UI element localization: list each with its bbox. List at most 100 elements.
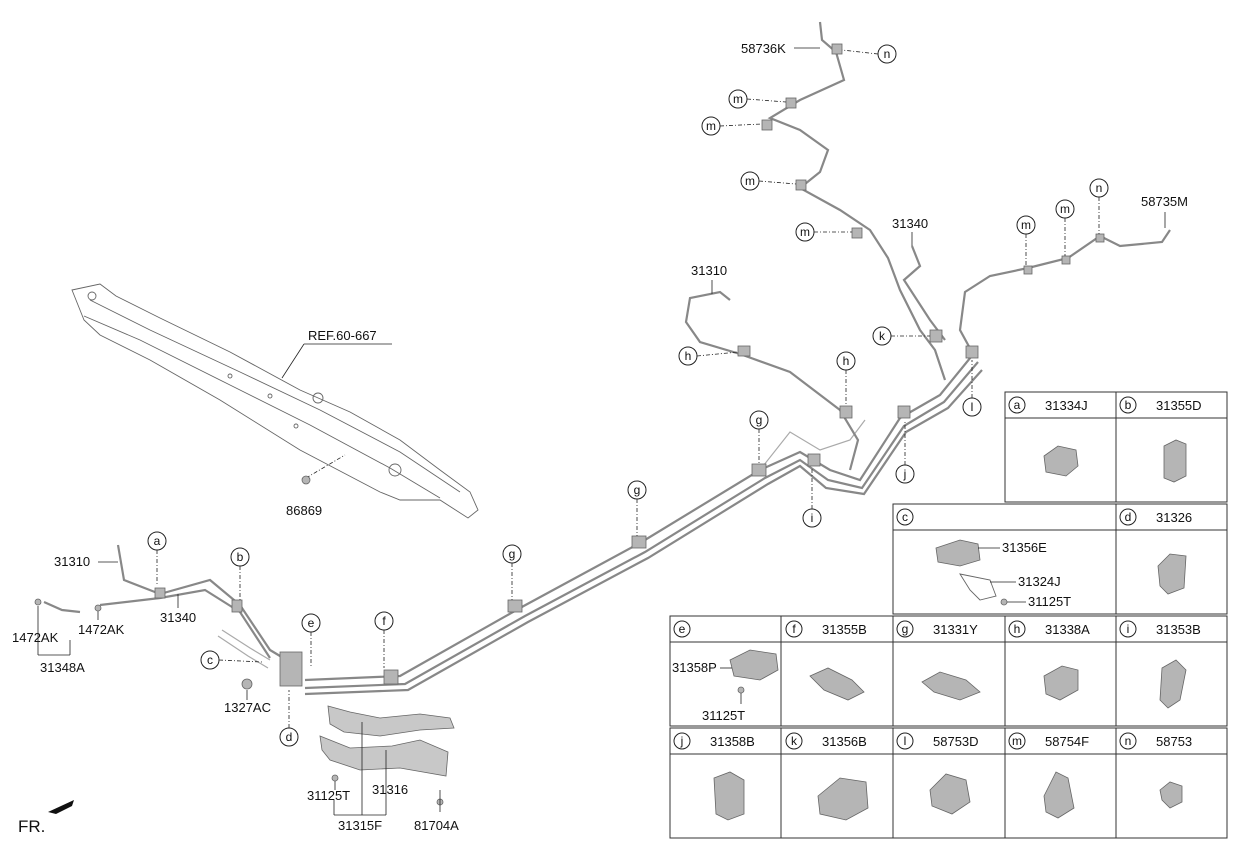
callout-m-main-4: m [795, 222, 815, 242]
legend-h-letter: h [1008, 620, 1026, 638]
label-1327AC: 1327AC [224, 700, 271, 715]
svg-text:d: d [286, 730, 293, 744]
svg-text:n: n [1096, 181, 1103, 195]
callout-f-main: f [374, 611, 394, 631]
legend-k-part: 31356B [822, 734, 867, 749]
legend-e-letter: e [673, 620, 691, 638]
svg-text:l: l [971, 400, 974, 414]
label-1472AK-b: 1472AK [78, 622, 125, 637]
svg-text:e: e [679, 622, 686, 636]
legend-e-clip-image [729, 649, 779, 694]
front-arrow-icon [48, 800, 74, 814]
callout-g-main-2: g [627, 480, 647, 500]
label-58736K: 58736K [741, 41, 786, 56]
legend-j-part: 31358B [710, 734, 755, 749]
label-31310-left: 31310 [54, 554, 90, 569]
legend-n-clip-image [1159, 781, 1183, 809]
callout-h-main-1: h [678, 346, 698, 366]
svg-text:a: a [154, 534, 161, 548]
legend-m-letter: m [1008, 732, 1026, 750]
callout-m-main-2: m [701, 116, 721, 136]
callout-k-main: k [872, 326, 892, 346]
svg-text:g: g [509, 547, 516, 561]
legend-c-letter: c [896, 508, 914, 526]
svg-text:l: l [904, 734, 907, 748]
callout-j-main: j [895, 464, 915, 484]
label-31340-top: 31340 [892, 216, 928, 231]
legend-d-letter: d [1119, 508, 1137, 526]
legend-g-letter: g [896, 620, 914, 638]
legend-k-clip-image [817, 777, 869, 821]
legend-c-sub-31324J: 31324J [1018, 574, 1061, 589]
legend-l-part: 58753D [933, 734, 979, 749]
callout-n-main-1: n [877, 44, 897, 64]
callout-i-main: i [802, 508, 822, 528]
label-58735M: 58735M [1141, 194, 1188, 209]
legend-m-part: 58754F [1045, 734, 1089, 749]
svg-text:m: m [733, 92, 743, 106]
callout-n-main-2: n [1089, 178, 1109, 198]
legend-e-sub-31358P: 31358P [672, 660, 717, 675]
label-31125T-main: 31125T [307, 788, 350, 803]
brake-tube-bundle [43, 21, 1171, 696]
legend-m-clip-image [1043, 771, 1075, 819]
callout-c-main: c [200, 650, 220, 670]
legend-grid [669, 391, 1228, 839]
callout-g-main-1: g [502, 544, 522, 564]
callout-m-main-3: m [740, 171, 760, 191]
svg-text:g: g [634, 483, 641, 497]
legend-e-sub-31125T: 31125T [702, 708, 745, 723]
legend-k-letter: k [785, 732, 803, 750]
svg-text:f: f [382, 614, 386, 628]
legend-d-part: 31326 [1156, 510, 1192, 525]
svg-text:j: j [680, 734, 684, 748]
svg-text:d: d [1125, 510, 1132, 524]
legend-f-part: 31355B [822, 622, 867, 637]
svg-text:i: i [811, 511, 814, 525]
svg-text:m: m [800, 225, 810, 239]
legend-n-part: 58753 [1156, 734, 1192, 749]
label-31315F: 31315F [338, 818, 382, 833]
svg-text:m: m [745, 174, 755, 188]
legend-c-sub-31356E: 31356E [1002, 540, 1047, 555]
svg-text:c: c [207, 653, 213, 667]
legend-h-part: 31338A [1045, 622, 1090, 637]
callout-l-main: l [962, 397, 982, 417]
legend-j-clip-image [713, 771, 745, 821]
plug-86869-leader [305, 454, 346, 479]
plug-86869-part [301, 475, 311, 485]
ref-label: REF.60-667 [308, 328, 377, 343]
label-31340-left: 31340 [160, 610, 196, 625]
legend-i-part: 31353B [1156, 622, 1201, 637]
legend-b-part: 31355D [1156, 398, 1202, 413]
svg-text:f: f [792, 622, 796, 636]
svg-text:m: m [706, 119, 716, 133]
legend-b-letter: b [1119, 396, 1137, 414]
legend-n-letter: n [1119, 732, 1137, 750]
label-31310-top: 31310 [691, 263, 727, 278]
ref-leader [281, 343, 305, 379]
svg-text:g: g [756, 413, 763, 427]
svg-text:n: n [884, 47, 891, 61]
svg-text:g: g [902, 622, 909, 636]
legend-a-letter: a [1008, 396, 1026, 414]
legend-f-letter: f [785, 620, 803, 638]
svg-text:j: j [903, 467, 907, 481]
legend-c-sub-31125T: 31125T [1028, 594, 1071, 609]
label-1472AK-a: 1472AK [12, 630, 59, 645]
label-81704A: 81704A [414, 818, 459, 833]
legend-g-clip-image [921, 671, 981, 701]
callout-m-main-6: m [1055, 199, 1075, 219]
legend-c-clip-image [935, 539, 1008, 606]
label-31348A: 31348A [40, 660, 85, 675]
legend-g-part: 31331Y [933, 622, 978, 637]
callout-m-main-5: m [1016, 215, 1036, 235]
callout-g-main-3: g [749, 410, 769, 430]
crossmember-reference-part [71, 283, 479, 519]
legend-i-letter: i [1119, 620, 1137, 638]
skid-plate-upper [327, 705, 455, 737]
legend-a-clip-image [1043, 445, 1079, 477]
callout-a-main: a [147, 531, 167, 551]
svg-text:k: k [879, 329, 886, 343]
